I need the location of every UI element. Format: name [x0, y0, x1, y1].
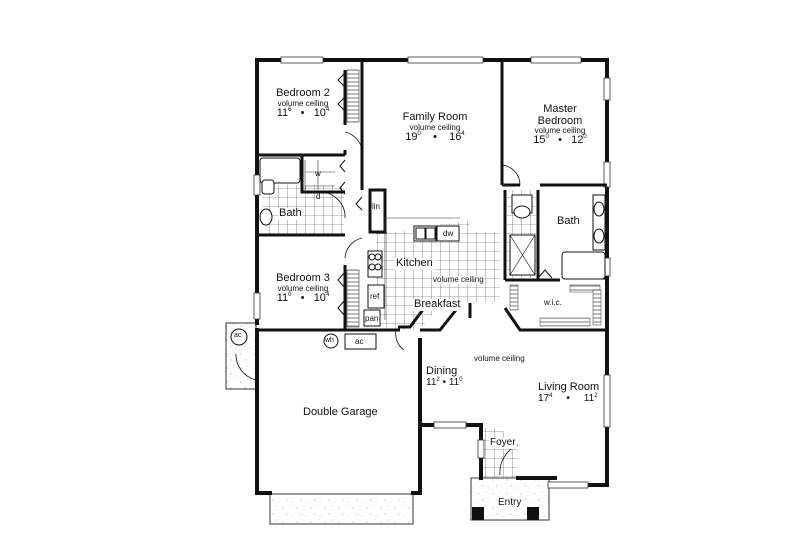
label-kitchen-volume-ceiling: volume ceiling — [432, 275, 485, 285]
dining-volume-ceiling-note: volume ceiling — [474, 354, 525, 363]
room-name: Family Room — [402, 111, 468, 123]
label-linen: lin — [372, 202, 381, 211]
room-master-bedroom: Master Bedroom volume ceiling 150 • 120 — [520, 103, 600, 147]
room-name: Bedroom 2 — [276, 87, 330, 99]
room-living-room: Living Room 174 • 112 — [538, 381, 602, 404]
room-note: volume ceiling — [534, 126, 586, 136]
label-foyer: Foyer — [489, 437, 517, 449]
room-dimensions: 150 • 120 — [533, 134, 587, 147]
room-dimensions: 110 • 104 — [276, 291, 330, 304]
room-note: volume ceiling — [277, 98, 329, 108]
room-name-line1: Master — [543, 103, 577, 115]
label-ac-garage: ac — [355, 337, 364, 346]
room-bedroom-2: Bedroom 2 volume ceiling 116 • 104 — [263, 87, 343, 119]
label-washer: w — [315, 169, 321, 178]
room-name: Bedroom 3 — [276, 272, 330, 284]
room-dimensions: 190 • 164 — [405, 130, 465, 143]
room-note: volume ceiling — [409, 122, 461, 132]
label-master-bath: Bath — [557, 215, 580, 227]
room-bedroom-3: Bedroom 3 volume ceiling 110 • 104 — [263, 272, 343, 304]
label-breakfast: Breakfast — [413, 298, 462, 311]
label-dishwasher: dw — [443, 229, 454, 238]
room-name: Dining — [426, 365, 458, 377]
room-family-room: Family Room volume ceiling 190 • 164 — [390, 111, 480, 143]
label-hall-bath: Bath — [278, 207, 303, 220]
label-refrigerator: ref — [370, 292, 380, 301]
label-walk-in-closet: w.i.c. — [544, 298, 562, 307]
room-note: volume ceiling — [277, 283, 329, 293]
label-double-garage: Double Garage — [303, 406, 378, 418]
room-dining: Dining 112 • 110 — [426, 365, 486, 388]
label-dryer: d — [316, 192, 321, 201]
room-dimensions: 112 • 110 — [426, 376, 463, 388]
room-name: Living Room — [538, 381, 600, 393]
room-dimensions: 116 • 104 — [276, 106, 330, 119]
label-water-heater: wh — [325, 337, 334, 344]
room-dimensions: 174 • 112 — [538, 392, 598, 404]
label-pantry: pan — [365, 314, 379, 323]
room-name-line2: Bedroom — [537, 114, 583, 127]
label-ac-outdoor: ac — [234, 332, 242, 339]
label-kitchen: Kitchen — [395, 257, 434, 270]
label-entry: Entry — [497, 497, 523, 509]
